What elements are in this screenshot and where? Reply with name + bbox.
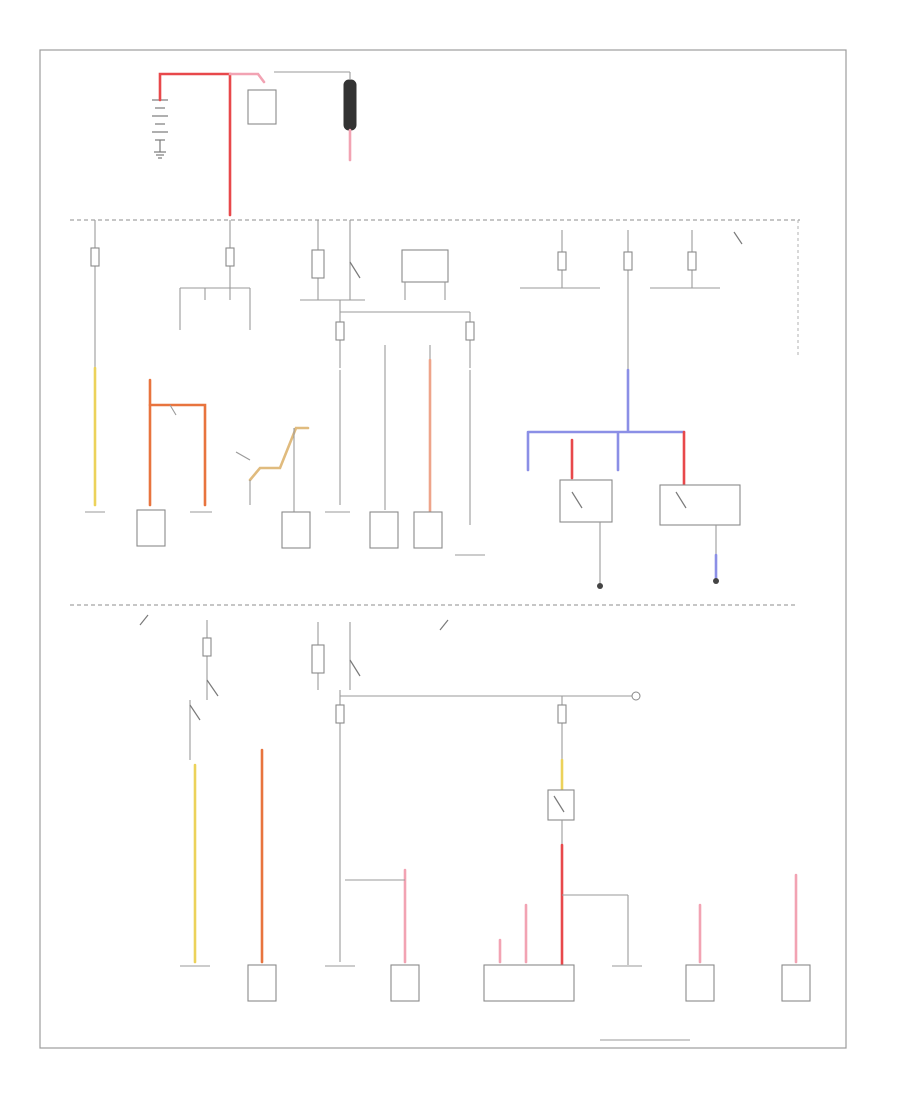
relay-box [559,479,613,523]
right-relay-section [526,368,741,589]
starter-relay-box [247,89,277,125]
relay-box [659,484,741,526]
fuse-icon [90,247,100,267]
connector-icon [631,691,641,701]
lower-fuse-row [139,614,641,760]
relay-switch-icon [349,659,361,677]
load-box [685,964,715,1002]
load-box [390,964,420,1002]
diagram-frame [39,49,847,1049]
relay-box [547,789,575,821]
relay-switch-icon [571,491,687,509]
battery-starter-wire [228,72,266,84]
load-box [483,964,575,1002]
battery-section [152,71,357,217]
orange-branch-wire [148,403,207,507]
fusible-link-icon [343,79,357,131]
tan-wire [248,426,310,482]
module-box [401,249,449,283]
fuse-icon [465,321,475,341]
fuse-icon [225,247,235,267]
pink-wire-branch [498,903,528,964]
lower-load-row [180,748,811,1041]
blue-wire [526,368,686,472]
relay-switch-icon [349,261,361,279]
load-box [247,964,277,1002]
ground-switch-icon [139,614,149,626]
relay-coil-icon [311,644,325,674]
relay-switch-icon [553,795,565,813]
relay-coil-icon [311,249,325,279]
load-box [136,509,166,547]
load-box [413,511,443,549]
battery-positive-wire [158,72,232,217]
fuse-icon [557,251,567,271]
fuse-icon [202,637,212,657]
upper-fuse-row [90,220,799,370]
fuse-icon [687,251,697,271]
fuse-icon [623,251,633,271]
load-box [781,964,811,1002]
ground-switch-icon [733,231,743,245]
fuse-icon [335,704,345,724]
load-box [369,511,399,549]
switch-icon [206,679,219,697]
ground-icon [597,583,603,589]
ground-switch-icon [439,619,449,631]
load-box [281,511,311,549]
ground-icon [713,578,719,584]
battery-icon [152,99,168,159]
upper-load-row [85,358,485,556]
fuse-icon [335,321,345,341]
center-distribution-wire [339,300,471,368]
pink-wire-right [698,873,798,964]
fuse-icon [557,704,567,724]
red-wire [570,430,686,487]
switch-icon [189,704,201,721]
